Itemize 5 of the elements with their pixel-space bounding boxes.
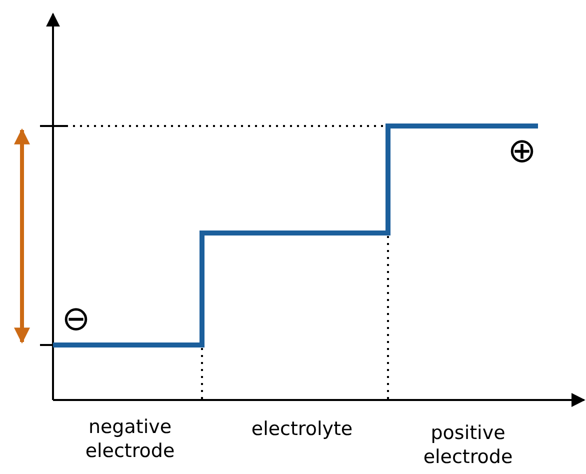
region-label: negative electrode xyxy=(84,416,176,464)
plus-sign: ⊕ xyxy=(506,134,538,168)
region-label: positive electrode xyxy=(422,422,514,470)
minus-sign: ⊖ xyxy=(60,302,92,336)
region-label: electrolyte xyxy=(250,418,354,442)
